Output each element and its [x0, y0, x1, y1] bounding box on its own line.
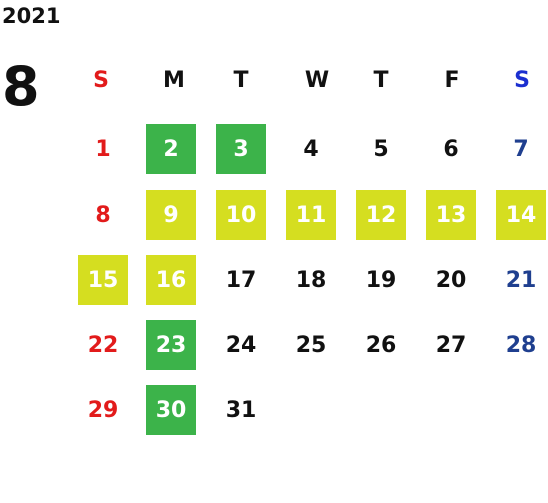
- calendar-month: 8: [2, 55, 40, 118]
- weekday-header: T: [373, 67, 389, 93]
- day-cell[interactable]: 2: [146, 124, 196, 174]
- day-cell[interactable]: 22: [87, 332, 119, 358]
- day-cell[interactable]: 18: [295, 267, 327, 293]
- day-cell[interactable]: 29: [87, 397, 119, 423]
- weekday-header: M: [163, 67, 185, 93]
- weekday-header: S: [93, 67, 109, 93]
- day-cell[interactable]: 31: [225, 397, 257, 423]
- day-cell[interactable]: 16: [146, 255, 196, 305]
- day-cell[interactable]: 9: [146, 190, 196, 240]
- day-cell[interactable]: 28: [505, 332, 537, 358]
- weekday-header: W: [304, 67, 330, 93]
- day-cell[interactable]: 8: [95, 202, 111, 228]
- day-cell[interactable]: 13: [426, 190, 476, 240]
- day-cell[interactable]: 5: [373, 136, 389, 162]
- day-cell[interactable]: 19: [365, 267, 397, 293]
- day-cell[interactable]: 4: [303, 136, 319, 162]
- day-cell[interactable]: 15: [78, 255, 128, 305]
- day-cell[interactable]: 10: [216, 190, 266, 240]
- day-cell[interactable]: 17: [225, 267, 257, 293]
- day-cell[interactable]: 24: [225, 332, 257, 358]
- weekday-header: F: [444, 67, 460, 93]
- day-cell[interactable]: 21: [505, 267, 537, 293]
- day-cell[interactable]: 12: [356, 190, 406, 240]
- day-cell[interactable]: 3: [216, 124, 266, 174]
- day-cell[interactable]: 30: [146, 385, 196, 435]
- weekday-header: S: [514, 67, 530, 93]
- day-cell[interactable]: 23: [146, 320, 196, 370]
- day-cell[interactable]: 27: [435, 332, 467, 358]
- day-cell[interactable]: 1: [95, 136, 111, 162]
- day-cell[interactable]: 20: [435, 267, 467, 293]
- day-cell[interactable]: 25: [295, 332, 327, 358]
- weekday-header: T: [233, 67, 249, 93]
- day-cell[interactable]: 6: [443, 136, 459, 162]
- day-cell[interactable]: 14: [496, 190, 546, 240]
- day-cell[interactable]: 11: [286, 190, 336, 240]
- day-cell[interactable]: 7: [513, 136, 529, 162]
- day-cell[interactable]: 26: [365, 332, 397, 358]
- calendar-year: 2021: [2, 4, 61, 28]
